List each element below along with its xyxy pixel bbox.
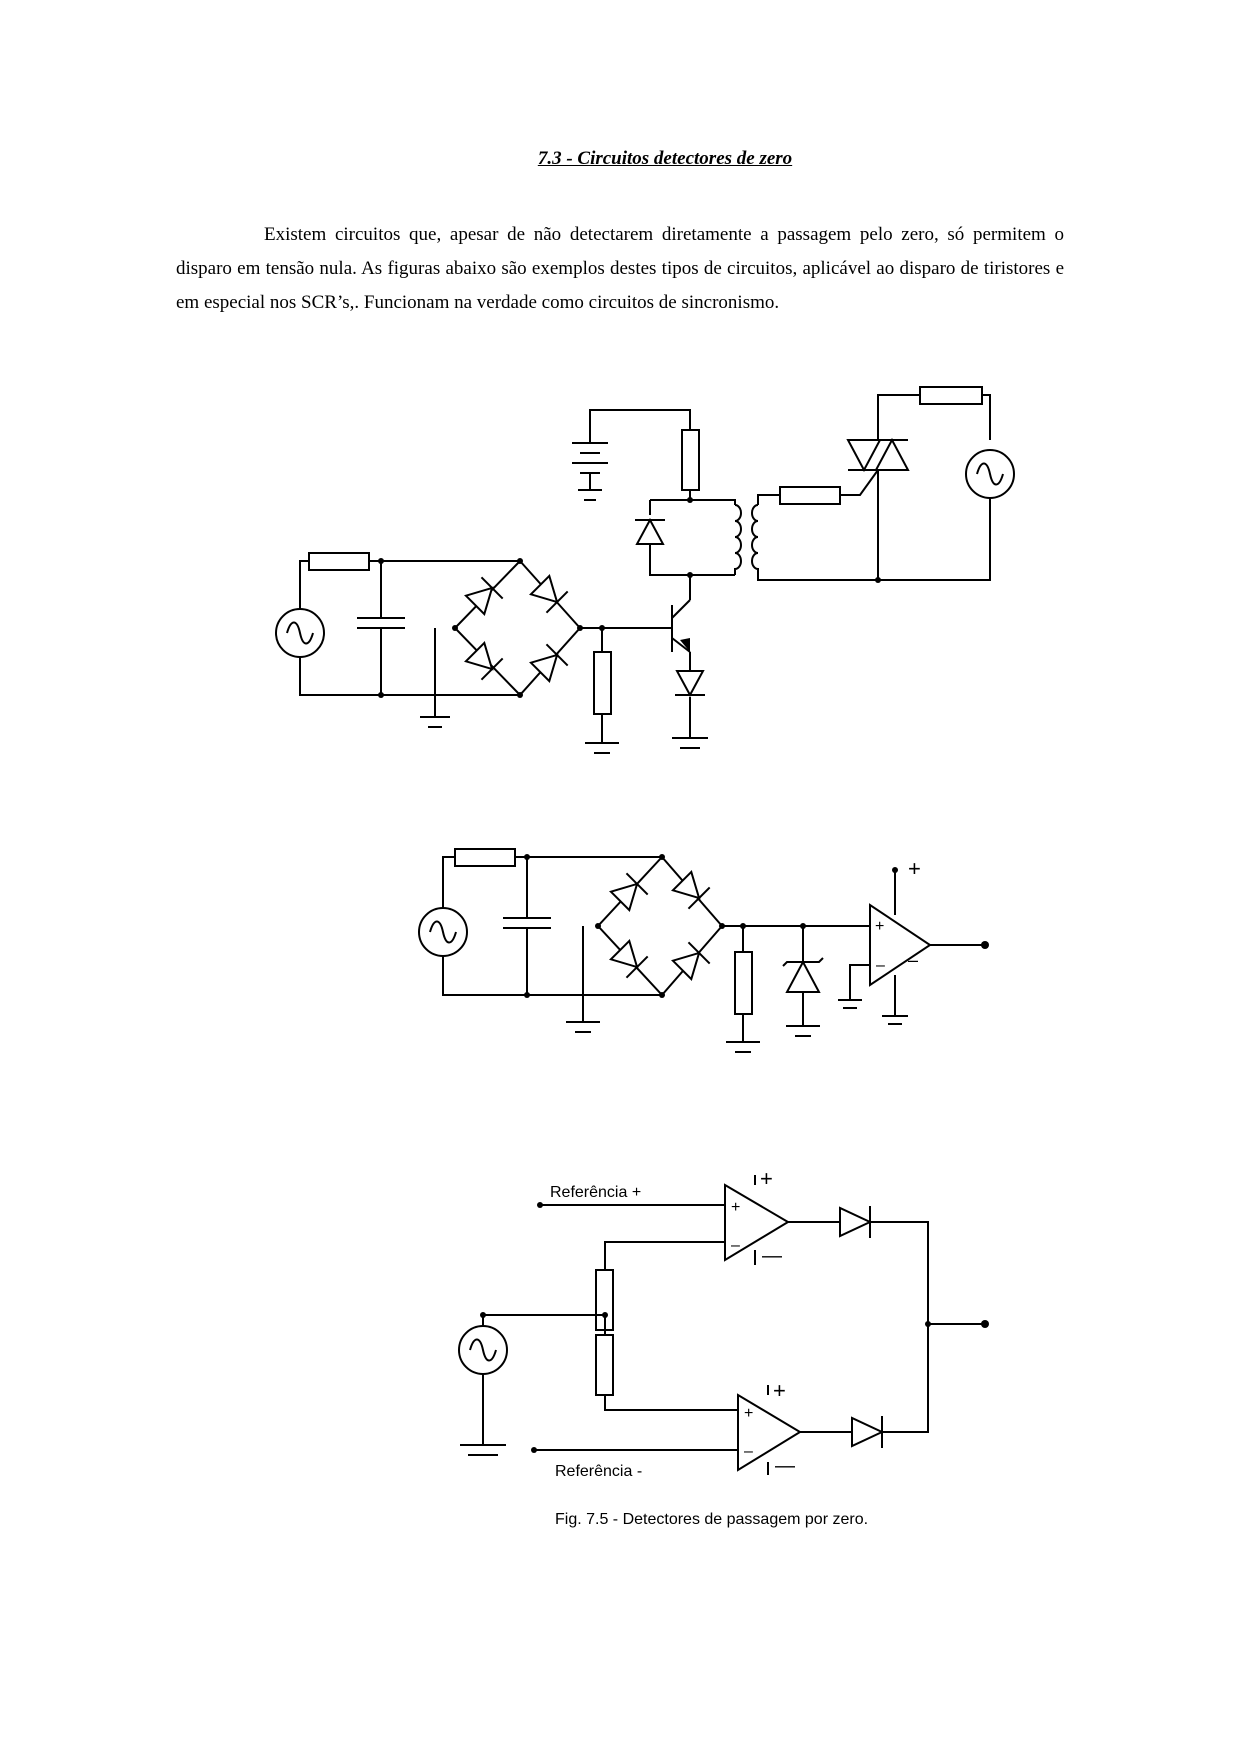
resistor-icon bbox=[593, 651, 612, 715]
resistor-icon bbox=[681, 429, 700, 491]
resistor-icon bbox=[734, 951, 753, 1015]
opamp-plus-input: + bbox=[744, 1405, 753, 1422]
ac-source-icon bbox=[418, 907, 468, 957]
supply-plus: + bbox=[760, 1166, 773, 1191]
figure-3-window-comparator: Referência + + – + — bbox=[458, 1166, 989, 1528]
section-heading: 7.3 - Circuitos detectores de zero bbox=[537, 148, 793, 169]
opamp-plus-input: + bbox=[731, 1199, 740, 1216]
supply-plus: + bbox=[773, 1378, 786, 1403]
reference-minus-label: Referência - bbox=[555, 1463, 642, 1480]
ac-source-icon bbox=[275, 608, 325, 658]
transformer-icon bbox=[734, 504, 742, 575]
freewheel-diode-icon bbox=[634, 519, 666, 545]
diode-icon bbox=[839, 1206, 873, 1238]
resistor-icon bbox=[779, 486, 841, 505]
opamp-icon bbox=[724, 1183, 790, 1262]
supply-minus: – bbox=[908, 950, 918, 970]
figure-caption: Fig. 7.5 - Detectores de passagem por ze… bbox=[555, 1511, 868, 1528]
opamp-icon bbox=[869, 903, 932, 987]
resistor-icon bbox=[454, 848, 516, 867]
supply-plus: + bbox=[908, 856, 921, 881]
opamp-icon bbox=[737, 1393, 802, 1472]
resistor-icon bbox=[595, 1334, 614, 1396]
opamp-minus-input: – bbox=[876, 957, 885, 974]
supply-minus: — bbox=[762, 1245, 782, 1267]
ac-source-icon bbox=[458, 1325, 508, 1375]
diode-icon bbox=[674, 670, 706, 696]
opamp-minus-input: – bbox=[731, 1237, 740, 1254]
bridge-diode-icon bbox=[463, 640, 504, 681]
intro-paragraph: Existem circuitos que, apesar de não det… bbox=[176, 218, 1064, 320]
bridge-diode-icon bbox=[463, 576, 504, 617]
ac-source-icon bbox=[965, 449, 1015, 499]
resistor-icon bbox=[308, 552, 370, 571]
opamp-minus-input: – bbox=[744, 1443, 753, 1460]
bridge-diode-icon bbox=[670, 869, 711, 910]
opamp-plus-input: + bbox=[875, 918, 884, 935]
zener-diode-icon bbox=[785, 959, 821, 993]
figure-1-triac-circuit bbox=[275, 386, 1015, 754]
resistor-icon bbox=[919, 386, 983, 405]
reference-plus-label: Referência + bbox=[550, 1184, 641, 1201]
diode-icon bbox=[851, 1416, 885, 1448]
figure-2-opamp-circuit: + – + – bbox=[418, 848, 989, 1053]
intro-paragraph-text: Existem circuitos que, apesar de não det… bbox=[176, 224, 1064, 313]
supply-minus: — bbox=[775, 1455, 795, 1477]
